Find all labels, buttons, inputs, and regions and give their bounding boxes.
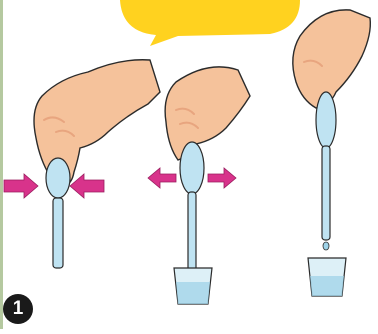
page-margin-rule <box>0 0 3 329</box>
liquid-fill-dispense <box>310 276 344 296</box>
hand-2 <box>165 67 250 160</box>
dropper-bulb-3 <box>316 92 336 148</box>
dropper-bulb-2 <box>180 142 204 194</box>
hand-3 <box>293 10 371 108</box>
liquid-fill <box>176 282 210 304</box>
dropper-tube-3 <box>322 146 330 240</box>
arrow-inward-icon <box>4 174 38 198</box>
panel-squeeze <box>4 60 160 268</box>
step-number-badge: 1 <box>3 294 33 324</box>
arrow-outward-icon <box>208 168 236 188</box>
panel-dispense <box>293 10 371 296</box>
liquid-drop <box>323 242 329 250</box>
arrow-inward-icon <box>70 174 104 198</box>
arrow-outward-icon <box>148 168 176 188</box>
dropper-tube-1 <box>53 198 63 268</box>
panel-release <box>148 67 250 304</box>
dropper-bulb-1 <box>46 158 70 198</box>
speech-bubble <box>120 0 300 46</box>
